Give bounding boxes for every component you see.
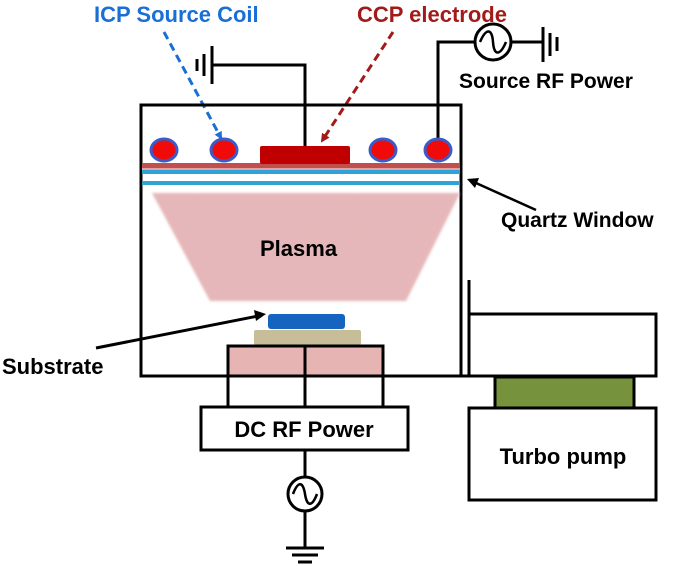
substrate-pointer-arrow	[95, 314, 259, 350]
icp-coil-pointer-arrow	[162, 31, 223, 140]
ccp-ground-wiring	[195, 46, 307, 146]
icp-coil-4	[423, 137, 453, 163]
plasma-label: Plasma	[260, 236, 338, 261]
pedestal-left	[226, 344, 307, 378]
substrate-holder	[254, 330, 361, 345]
ground-icon-source	[541, 27, 559, 62]
source-rf-power-label: Source RF Power	[459, 70, 633, 93]
ground-icon-ccp	[195, 46, 214, 84]
gate-valve	[493, 375, 636, 410]
bias-source-wiring	[286, 450, 324, 564]
icp-coil-1	[149, 137, 179, 163]
source-rf-wiring	[436, 22, 559, 139]
ccp-electrode-label: CCP electrode	[357, 2, 507, 27]
ccp-electrode-pointer-arrow	[320, 31, 395, 143]
ccp-electrode	[260, 146, 350, 164]
quartz-window-label: Quartz Window	[501, 209, 654, 232]
turbo-pump-box	[467, 406, 658, 502]
icp-source-coil-label: ICP Source Coil	[94, 2, 259, 27]
turbo-pump-label: Turbo pump	[500, 444, 627, 469]
plasma-region	[152, 193, 460, 301]
quartz-window-pointer-arrow	[475, 181, 537, 212]
quartz-window-assembly	[142, 163, 460, 185]
pump-port-housing	[467, 312, 658, 378]
bias-wiring	[226, 376, 385, 407]
ground-icon-bias	[286, 546, 324, 564]
icp-coil-3	[368, 137, 398, 163]
dc-rf-power-box	[199, 405, 410, 452]
pedestal-right	[303, 344, 385, 378]
substrate-wafer	[268, 314, 345, 329]
substrate-label: Substrate	[2, 354, 103, 379]
dc-rf-power-label: DC RF Power	[234, 417, 374, 442]
icp-coil-2	[209, 137, 239, 163]
